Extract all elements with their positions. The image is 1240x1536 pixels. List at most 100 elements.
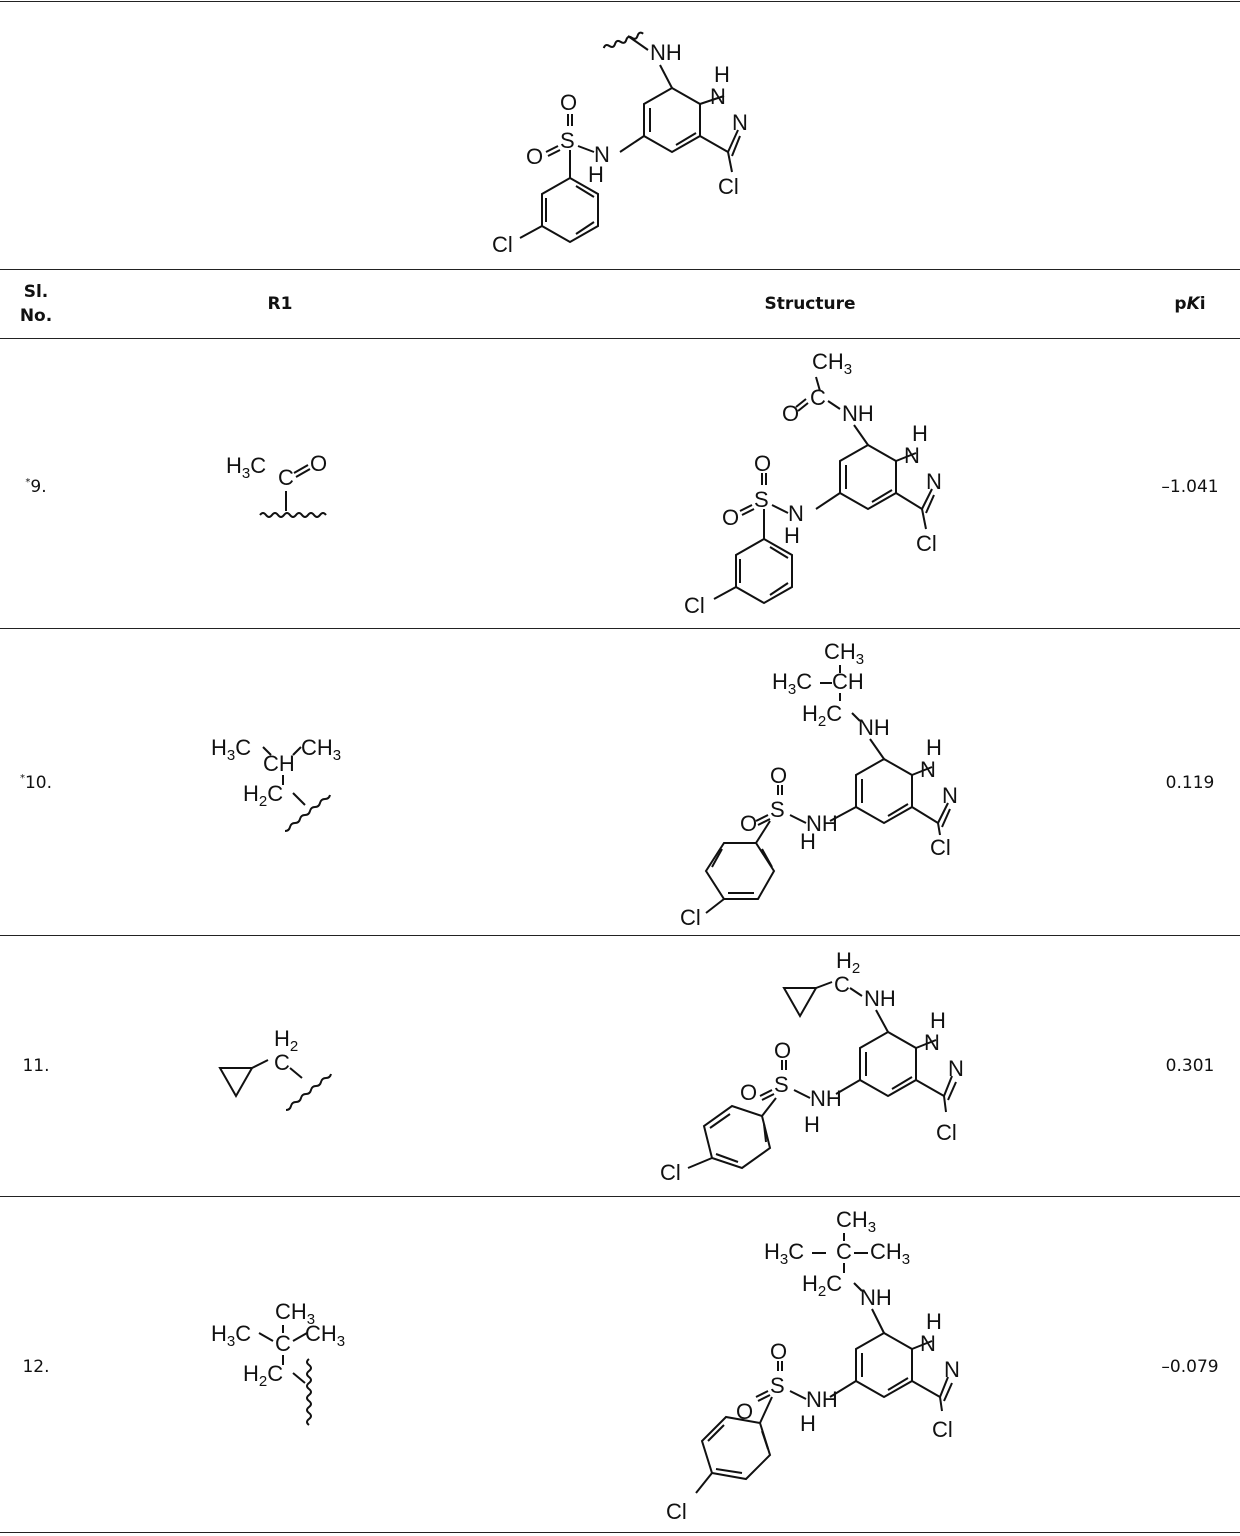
svg-text:H3C: H3C <box>772 669 812 698</box>
svg-text:Cl: Cl <box>492 232 513 257</box>
svg-text:N: N <box>944 1357 960 1382</box>
row-rule-9 <box>0 628 1240 629</box>
svg-text:H3C: H3C <box>211 1321 251 1350</box>
header-r1: R1 <box>200 270 360 338</box>
row-number: *9. <box>0 477 72 497</box>
svg-text:O: O <box>526 144 543 169</box>
header-pki-k: K <box>1186 294 1200 314</box>
svg-text:H3C: H3C <box>211 735 251 764</box>
svg-text:N: N <box>732 110 748 135</box>
row-number-value: 10. <box>24 773 53 793</box>
top-rule <box>0 1 1240 2</box>
table-row: 12. CH3 H3C C CH3 H2C CH3 H3C C CH3 H2C … <box>0 1197 1240 1532</box>
svg-text:Cl: Cl <box>680 905 701 930</box>
svg-text:O: O <box>774 1038 791 1063</box>
row-number-value: 12. <box>22 1357 50 1377</box>
svg-text:N: N <box>594 142 610 167</box>
row-structure: H2 C NH H N N Cl NH H S O O Cl <box>660 948 964 1185</box>
svg-text:NH: NH <box>806 1387 838 1412</box>
row-structure: CH3 H3C CH H2C NH H N N Cl NH H S O O <box>680 639 958 930</box>
header-bottom-rule <box>0 338 1240 339</box>
pki-value: –0.079 <box>1161 1357 1219 1377</box>
svg-text:Cl: Cl <box>660 1160 681 1185</box>
svg-text:H: H <box>784 523 800 548</box>
header-sl-no: Sl. No. <box>0 270 72 338</box>
svg-text:H: H <box>804 1112 820 1137</box>
header-structure-label: Structure <box>764 294 856 314</box>
svg-text:C: C <box>275 1331 291 1356</box>
svg-text:H3C: H3C <box>764 1239 804 1268</box>
row-rule-11 <box>0 1196 1240 1197</box>
pki-value: 0.119 <box>1165 773 1215 793</box>
svg-text:N: N <box>942 783 958 808</box>
svg-text:C: C <box>810 385 826 410</box>
scaffold-structure: NH H N N Cl N H S O O Cl <box>492 31 748 257</box>
header-sl-no-line2: No. <box>19 306 53 326</box>
row-number: *10. <box>0 773 72 793</box>
svg-text:H3C: H3C <box>226 453 266 482</box>
svg-text:Cl: Cl <box>936 1120 957 1145</box>
svg-text:CH3: CH3 <box>824 639 864 668</box>
svg-text:S: S <box>754 487 769 512</box>
svg-text:CH3: CH3 <box>275 1299 315 1328</box>
r1-substituent: H3C CH3 CH H2C <box>211 735 341 832</box>
star-mark: * <box>25 477 31 488</box>
svg-text:O: O <box>560 90 577 115</box>
svg-text:Cl: Cl <box>932 1417 953 1442</box>
svg-text:S: S <box>770 1373 785 1398</box>
svg-text:CH: CH <box>832 669 864 694</box>
svg-text:O: O <box>310 451 327 476</box>
header-structure: Structure <box>700 270 920 338</box>
svg-text:N: N <box>788 501 804 526</box>
svg-text:H: H <box>926 1309 942 1334</box>
svg-text:H2: H2 <box>836 948 860 977</box>
svg-text:N: N <box>926 469 942 494</box>
svg-text:Cl: Cl <box>666 1499 687 1524</box>
row-number: 12. <box>0 1357 72 1377</box>
row-number: 11. <box>0 1056 72 1076</box>
r1-substituent: H3C C O <box>226 451 327 518</box>
header-r1-label: R1 <box>267 294 293 314</box>
svg-text:NH: NH <box>860 1285 892 1310</box>
svg-text:NH: NH <box>864 986 896 1011</box>
table-row: *9. H3C C O CH3 C O NH H N N Cl N H S <box>0 339 1240 628</box>
pki-value: –1.041 <box>1161 477 1219 497</box>
r1-substituent: CH3 H3C C CH3 H2C <box>211 1299 345 1426</box>
svg-text:Cl: Cl <box>916 531 937 556</box>
svg-text:CH3: CH3 <box>301 735 341 764</box>
r1-substituent: H2 C <box>218 1026 332 1111</box>
header-sl-no-line1: Sl. <box>23 282 49 302</box>
svg-text:NH: NH <box>842 401 874 426</box>
svg-text:CH3: CH3 <box>870 1239 910 1268</box>
svg-text:H: H <box>912 421 928 446</box>
svg-text:CH: CH <box>263 751 295 776</box>
svg-text:O: O <box>770 1339 787 1364</box>
svg-text:C: C <box>836 1239 852 1264</box>
svg-text:Cl: Cl <box>684 593 705 618</box>
svg-text:H2C: H2C <box>802 1271 842 1300</box>
svg-text:H: H <box>930 1008 946 1033</box>
table-row: 11. H2 C H2 C NH H N N Cl NH H S O <box>0 936 1240 1196</box>
star-mark: * <box>19 773 25 784</box>
svg-text:Cl: Cl <box>930 835 951 860</box>
svg-text:Cl: Cl <box>718 174 739 199</box>
svg-text:S: S <box>774 1072 789 1097</box>
svg-text:H: H <box>588 162 604 187</box>
svg-text:N: N <box>948 1056 964 1081</box>
svg-text:CH3: CH3 <box>305 1321 345 1350</box>
svg-text:O: O <box>736 1399 753 1424</box>
svg-text:C: C <box>274 1050 290 1075</box>
row-structure: CH3 C O NH H N N Cl N H S O O <box>684 349 942 618</box>
table-row: *10. H3C CH3 CH H2C CH3 H3C CH H2C NH H … <box>0 629 1240 935</box>
svg-text:H: H <box>714 62 730 87</box>
svg-text:O: O <box>740 811 757 836</box>
header-top-rule <box>0 269 1240 270</box>
row-rule-10 <box>0 935 1240 936</box>
svg-text:O: O <box>770 763 787 788</box>
svg-text:H: H <box>800 1411 816 1436</box>
svg-text:O: O <box>754 451 771 476</box>
row-structure: CH3 H3C C CH3 H2C NH H N N Cl NH H S O O <box>666 1207 960 1524</box>
header-pki-i: i <box>1199 294 1206 314</box>
svg-text:C: C <box>278 465 294 490</box>
